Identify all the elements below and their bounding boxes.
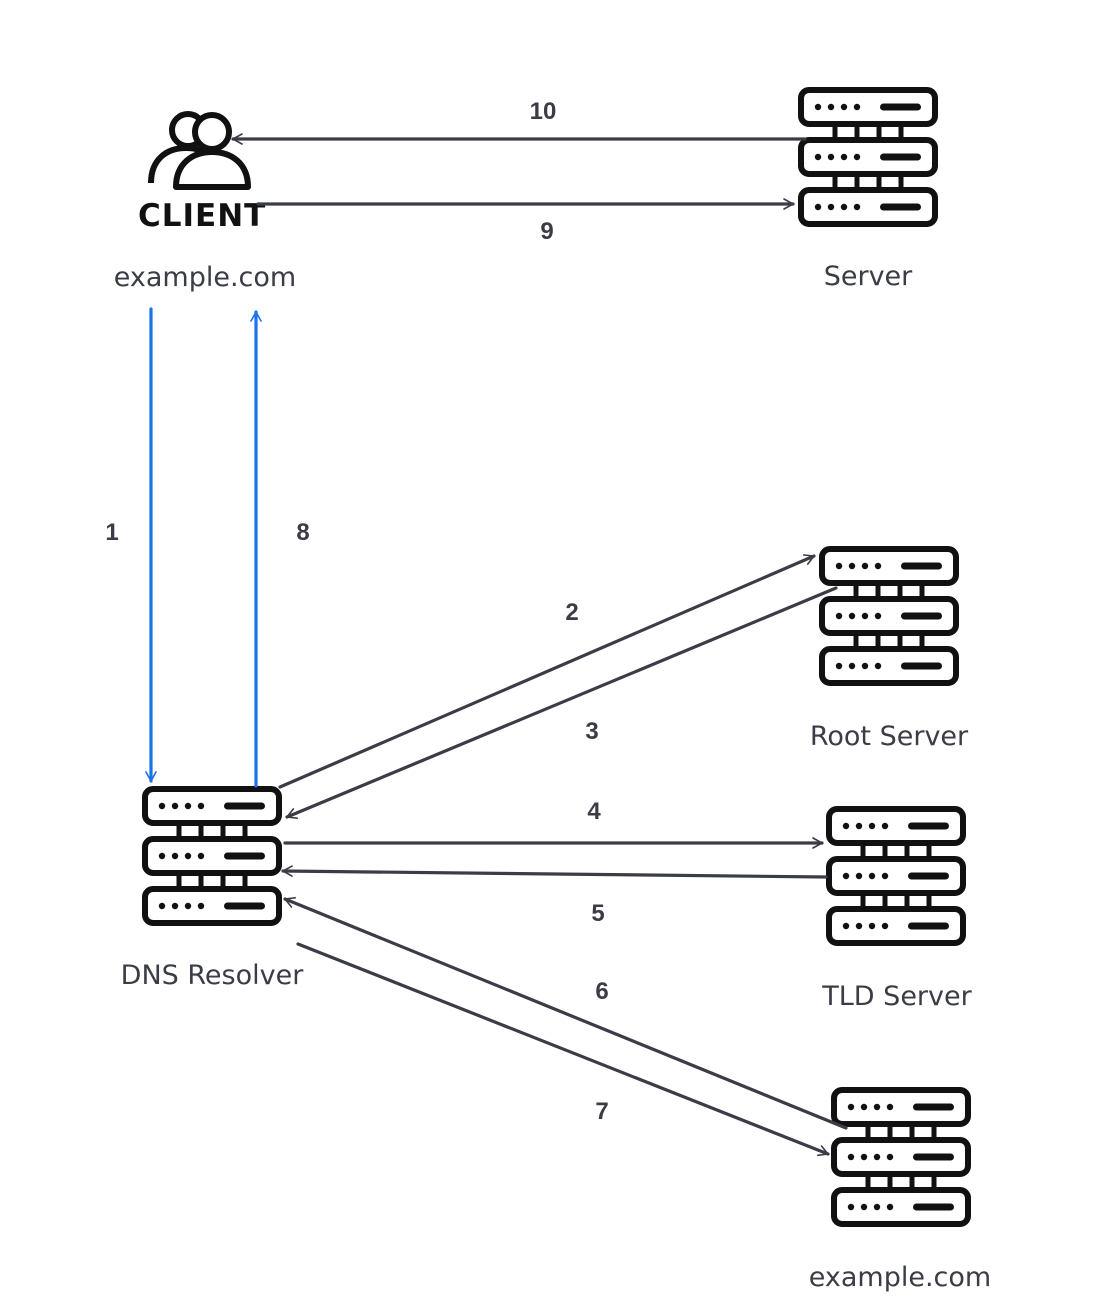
client-node: CLIENT example.com xyxy=(114,111,296,293)
server-rack-icon xyxy=(801,90,935,224)
client-icon-text: CLIENT xyxy=(138,198,266,234)
users-icon xyxy=(148,111,251,190)
step-label-8: 8 xyxy=(296,519,309,546)
client-label: example.com xyxy=(114,262,296,293)
step-label-6: 6 xyxy=(595,978,608,1005)
tld-server-node: TLD Server xyxy=(821,809,973,1012)
step-label-7: 7 xyxy=(595,1098,608,1125)
server-rack-icon xyxy=(822,549,956,683)
dns-resolver-label: DNS Resolver xyxy=(121,960,305,991)
step-label-3: 3 xyxy=(585,718,598,745)
arrow-step-6 xyxy=(283,896,848,1130)
arrow-step-5 xyxy=(281,865,828,879)
tld-server-label: TLD Server xyxy=(821,981,972,1012)
server-rack-icon xyxy=(829,809,963,943)
arrow-step-3 xyxy=(285,586,838,819)
authoritative-server-node: example.com xyxy=(809,1090,991,1293)
arrow-step-2 xyxy=(278,554,816,789)
step-label-2: 2 xyxy=(565,599,578,626)
root-server-node: Root Server xyxy=(810,549,969,752)
step-label-5: 5 xyxy=(591,900,604,927)
step-label-10: 10 xyxy=(530,98,557,125)
step-label-1: 1 xyxy=(105,519,118,546)
server-rack-icon xyxy=(834,1090,968,1224)
step-label-9: 9 xyxy=(540,218,553,245)
root-server-label: Root Server xyxy=(810,721,969,752)
web-server-node: Server xyxy=(801,90,935,292)
step-labels: 1 2 3 4 5 6 7 8 9 10 xyxy=(105,98,608,1125)
web-server-label: Server xyxy=(824,261,913,292)
authoritative-server-label: example.com xyxy=(809,1262,991,1293)
step-label-4: 4 xyxy=(587,798,601,825)
dns-resolver-node: DNS Resolver xyxy=(121,789,305,991)
arrows xyxy=(145,133,848,1157)
arrow-step-7 xyxy=(296,942,830,1157)
server-rack-icon xyxy=(145,789,279,923)
